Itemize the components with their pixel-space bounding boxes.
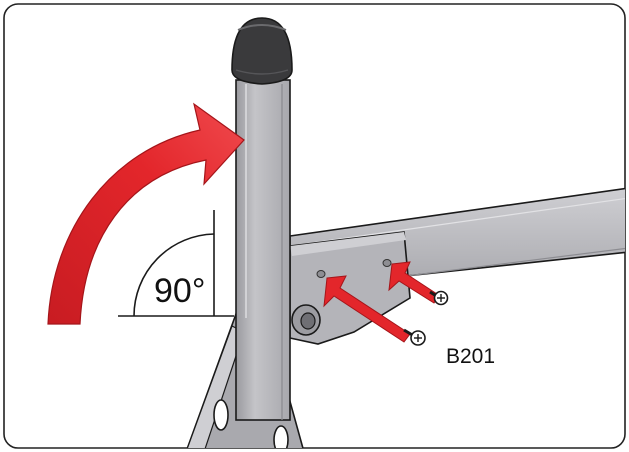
- bolt-icon: [429, 290, 449, 306]
- foot-hole: [213, 399, 229, 431]
- right-angle-icon: [118, 210, 234, 317]
- insertion-arrow: [323, 275, 411, 343]
- screw-hole: [316, 270, 326, 278]
- part-label: B201: [446, 345, 495, 368]
- end-cap: [231, 17, 293, 85]
- rotation-arrow: [47, 102, 245, 325]
- vertical-post: [235, 79, 291, 421]
- screw-hole: [382, 259, 392, 267]
- angle-label: 90°: [154, 272, 205, 310]
- bolt-icon: [403, 328, 426, 346]
- curved-arrow-icon: [47, 102, 245, 325]
- foot-hole: [273, 425, 289, 448]
